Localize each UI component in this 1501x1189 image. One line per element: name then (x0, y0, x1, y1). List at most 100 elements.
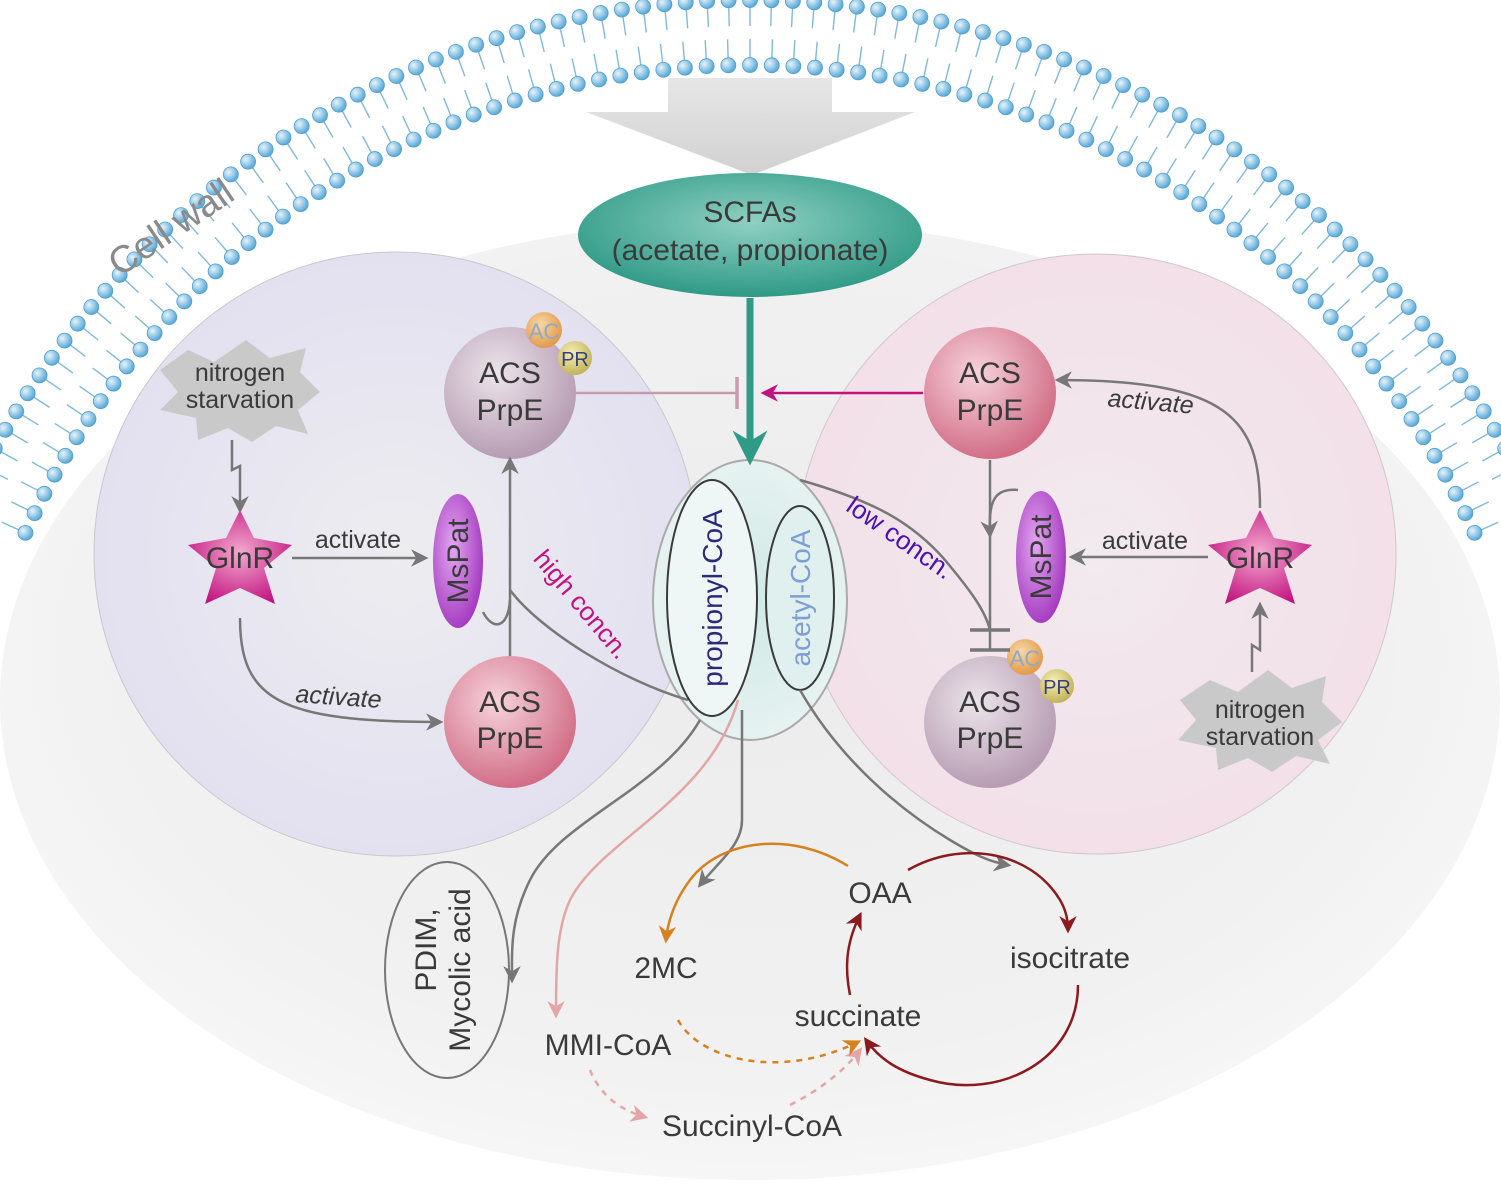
pdim-node (384, 861, 510, 1079)
membrane-lipid-head (591, 71, 607, 88)
membrane-lipid-head (189, 193, 206, 210)
left-pr-badge (558, 341, 592, 375)
membrane-lipid-head (275, 208, 291, 225)
left-nitrogen-starvation-shape (160, 340, 320, 442)
right-ac-label: AC (1010, 646, 1041, 671)
membrane-lipid-head (427, 51, 444, 68)
membrane-lipid-head (275, 129, 292, 146)
membrane-lipid-head (997, 99, 1014, 116)
membrane-lipid-head (509, 24, 526, 41)
membrane-lipid-head (935, 80, 952, 97)
scfa-line1: SCFAs (703, 196, 796, 229)
membrane-lipid-head (1447, 485, 1464, 502)
membrane-lipid-head (1172, 107, 1188, 124)
membrane-lipid-head (205, 179, 222, 196)
left-ac-label: AC (529, 319, 560, 344)
membrane-lipid-head (1351, 341, 1368, 358)
left-compartment (93, 251, 699, 857)
membrane-lipid-head (46, 466, 63, 483)
membrane-lipid-head (849, 0, 865, 15)
membrane-lipid-head (349, 86, 366, 103)
membrane-lipid-head (105, 375, 122, 392)
membrane-lipid-head (742, 57, 758, 73)
right-acs-top-line1: ACS (959, 357, 1021, 390)
membrane-lipid-head (933, 13, 950, 30)
membrane-lipid-head (550, 13, 567, 30)
left-acs-bottom-line2: PrpE (477, 722, 544, 755)
membrane-lipid-head (146, 325, 163, 342)
membrane-lipid-head (310, 184, 327, 201)
membrane-lipid-head (506, 92, 523, 109)
membrane-lipid-head (1097, 141, 1114, 158)
membrane-lipid-head (257, 141, 274, 158)
left-ac-badge (526, 312, 562, 348)
acetyl-coa-label: acetyl-CoA (785, 529, 816, 666)
membrane-lipid-head (0, 421, 14, 438)
uptake-funnel (586, 78, 915, 175)
membrane-lipid-head (97, 282, 114, 299)
membrane-lipid-head (1386, 282, 1403, 299)
membrane-lipid-head (43, 349, 60, 366)
membrane-lipid-head (1260, 249, 1277, 265)
membrane-lipid-head (1244, 153, 1260, 170)
membrane-lipid-head (1243, 235, 1260, 252)
membrane-lipid-head (720, 57, 737, 74)
left-acs-top-line1: ACS (479, 357, 541, 390)
membrane-lipid-head (118, 358, 135, 375)
membrane-lipid-head (807, 59, 823, 76)
membrane-lipid-head (1452, 367, 1469, 384)
membrane-lipid-head (742, 0, 758, 8)
membrane-lipid-head (132, 341, 149, 358)
membrane-lipid-head (1426, 447, 1443, 464)
membrane-lipid-head (1337, 325, 1354, 342)
membrane-lipid-head (956, 86, 973, 103)
membrane-lipid-head (1226, 221, 1243, 238)
membrane-lipid-head (1226, 141, 1243, 158)
left-acs-bottom (444, 656, 576, 788)
membrane-lipid-tail (1482, 450, 1501, 462)
membrane-lipid-head (698, 58, 715, 75)
acetyl-to-isocitrate-arrow (798, 689, 1012, 872)
membrane-lipid-head (1015, 36, 1032, 53)
right-ac-badge (1007, 639, 1043, 675)
oaa-to-isocitrate-arrow (907, 851, 1077, 934)
membrane-lipid-head (827, 0, 844, 13)
succinyl-coa-label: Succinyl-CoA (662, 1110, 842, 1143)
succinate-label: succinate (795, 1000, 922, 1033)
left-acs-bottom-line1: ACS (479, 686, 541, 719)
membrane-lipid-head (548, 80, 565, 97)
membrane-lipid-head (635, 0, 651, 15)
membrane-lipid-head (1191, 196, 1208, 213)
membrane-lipid-head (486, 99, 503, 116)
membrane-lipid-head (1058, 122, 1075, 139)
membrane-lipid-head (699, 0, 716, 9)
membrane-lipid-tail (1491, 473, 1501, 480)
membrane-lipid-head (1036, 43, 1052, 60)
membrane-lipid-head (1357, 251, 1374, 268)
isocitrate-label: isocitrate (1010, 942, 1130, 975)
membrane-lipid-head (425, 122, 442, 139)
membrane-lipid-head (1322, 309, 1339, 325)
membrane-lipid-head (1136, 161, 1153, 178)
membrane-lipid-head (1326, 221, 1343, 238)
membrane-lipid-head (68, 429, 85, 446)
membrane-lipid-head (977, 92, 994, 109)
oaa-to-2mc-arrow (658, 842, 849, 944)
membrane-lipid-head (92, 393, 109, 410)
membrane-lipid-head (240, 153, 256, 170)
membrane-lipid-head (161, 309, 178, 325)
membrane-lipid-head (176, 293, 193, 310)
membrane-lipid-head (1115, 77, 1131, 94)
right-glnr-star (1208, 510, 1312, 604)
membrane-lipid-head (111, 267, 128, 283)
membrane-lipid-head (891, 5, 908, 21)
succinyl-to-succinate-arrow (789, 1047, 863, 1107)
right-nitrogen-line2: starvation (1206, 723, 1314, 751)
2mc-to-succinate-arrow (676, 1019, 862, 1064)
membrane-lipid-head (26, 505, 43, 522)
membrane-lipid-head (405, 131, 422, 148)
membrane-lipid-head (569, 75, 586, 92)
left-nitrogen-line1: nitrogen (195, 359, 285, 387)
left-activate-label-1: activate (315, 526, 401, 554)
membrane-lipid-head (31, 367, 48, 384)
